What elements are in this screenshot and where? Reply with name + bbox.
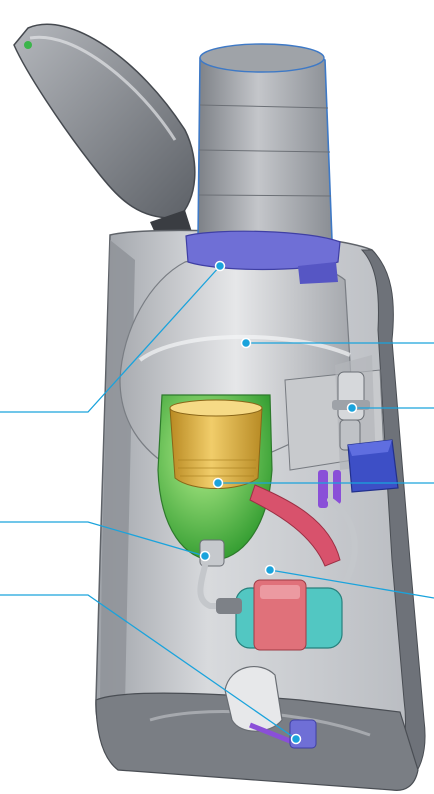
duct xyxy=(249,484,341,567)
tube-clips xyxy=(318,470,341,508)
callout-dot-valve xyxy=(346,402,358,414)
outlet xyxy=(224,666,317,749)
water-tank xyxy=(197,43,333,255)
lid xyxy=(13,23,196,244)
callout-dots xyxy=(199,260,358,745)
tank-collar xyxy=(185,230,341,284)
callout-dot-outlet xyxy=(290,733,302,745)
callout-dot-pump xyxy=(264,564,276,576)
lid-indicator-icon xyxy=(24,41,32,49)
callout-dot-check-valve xyxy=(199,550,211,562)
pump xyxy=(216,579,343,651)
callout-lines xyxy=(0,265,434,740)
callout-dot-collar xyxy=(214,260,226,272)
solenoid-block xyxy=(347,439,399,493)
callout-dot-reservoir xyxy=(240,337,252,349)
callout-dot-filter xyxy=(212,477,224,489)
callout-line-collar xyxy=(0,265,221,413)
callout-line-pump xyxy=(269,569,434,599)
callout-line-check-valve xyxy=(0,521,206,557)
callout-line-outlet xyxy=(0,594,297,740)
